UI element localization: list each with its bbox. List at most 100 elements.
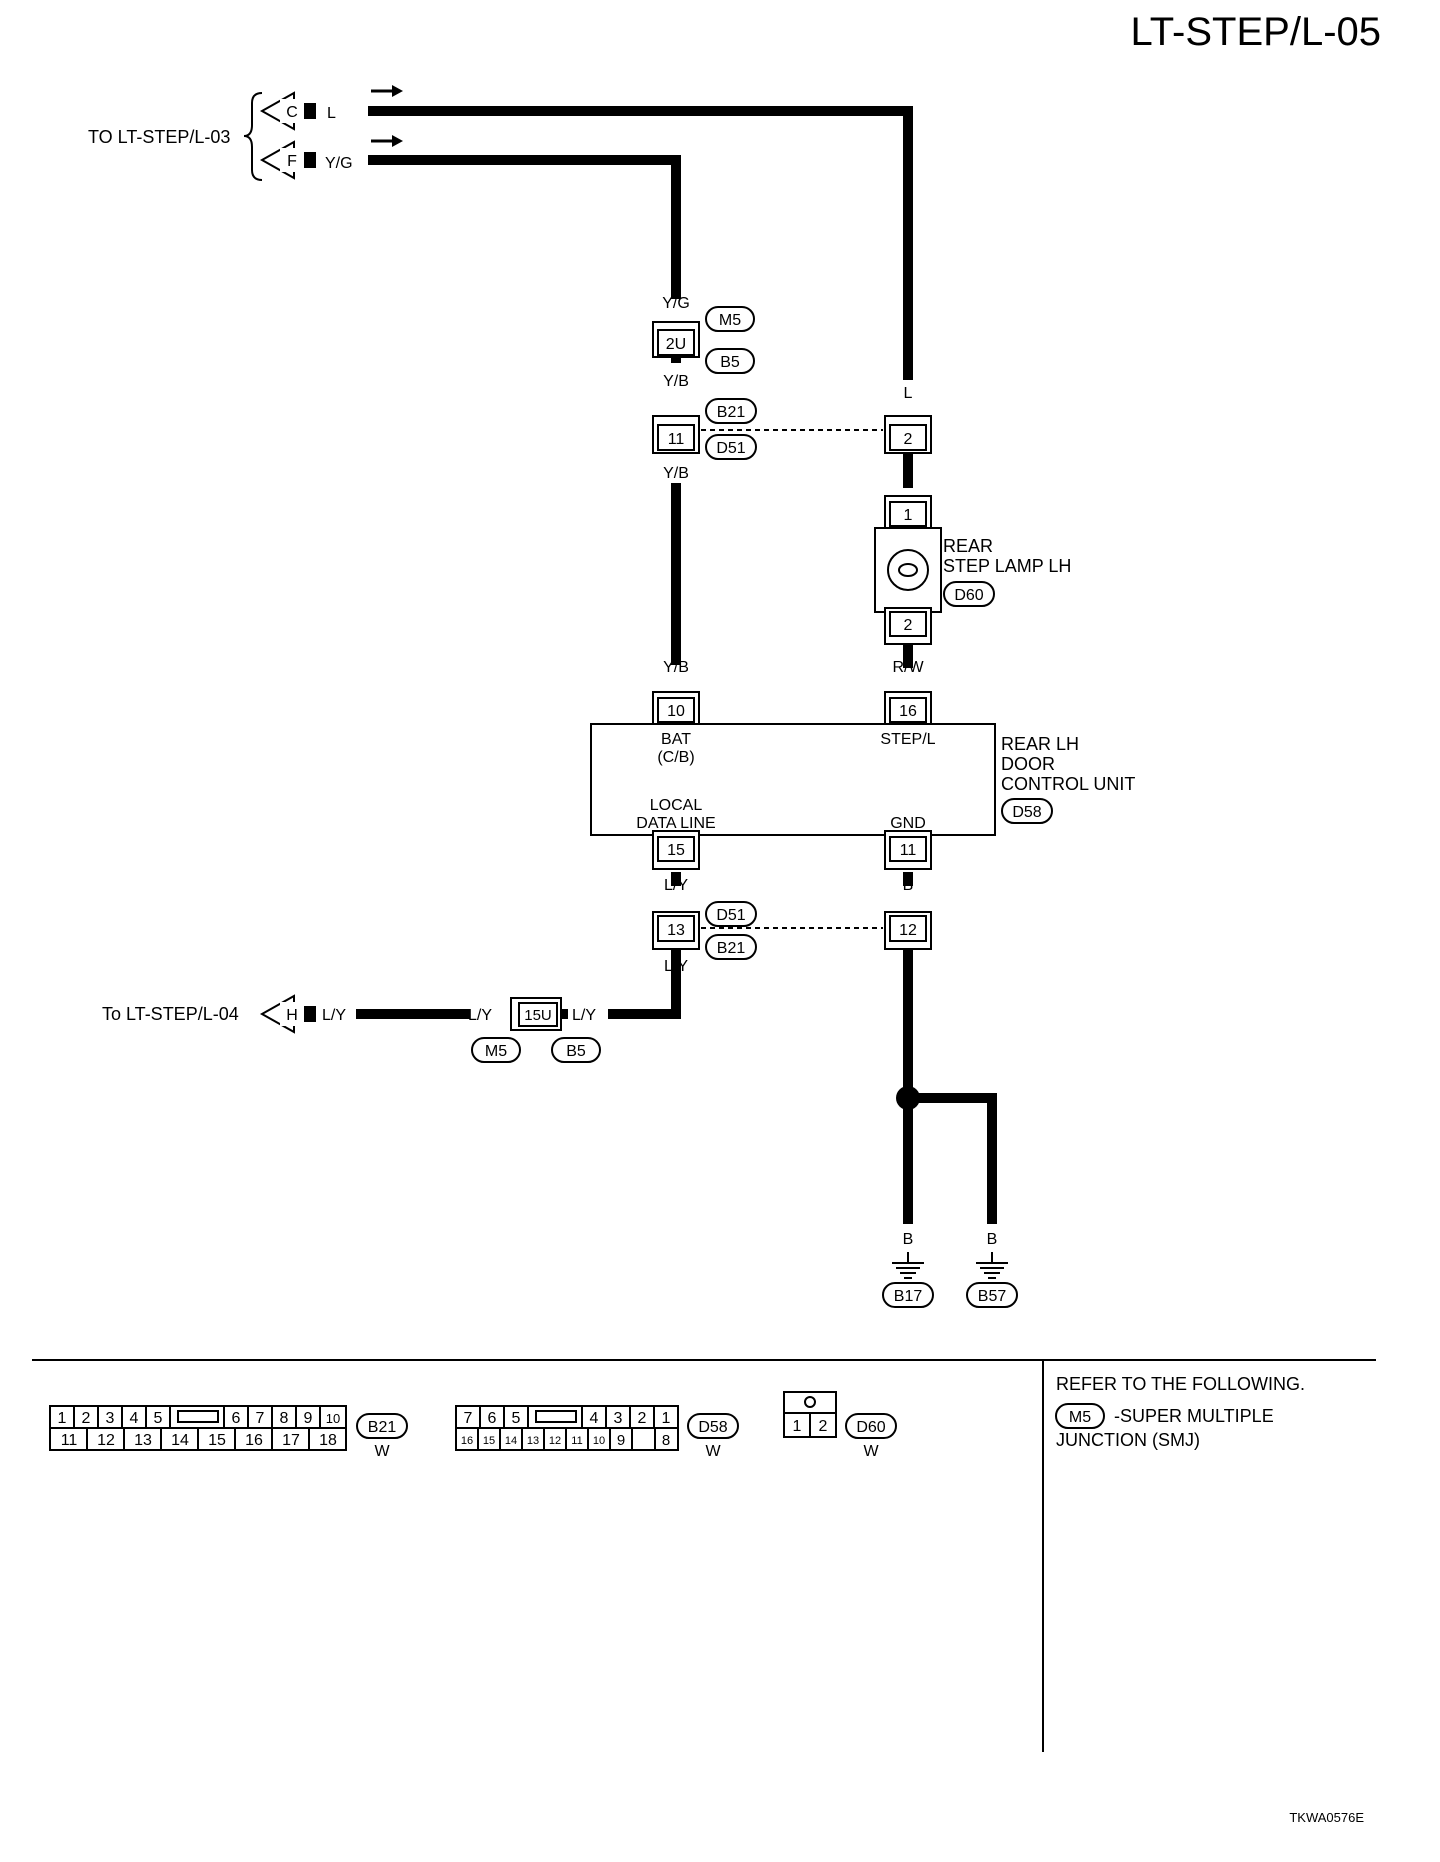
wire-color-label: L/Y bbox=[322, 1007, 346, 1024]
code-tag-d60: D60 bbox=[943, 581, 995, 607]
wire-color-label: Y/B bbox=[663, 465, 689, 482]
svg-text:D58: D58 bbox=[698, 1419, 727, 1436]
dest-reference: To LT-STEP/L-04 H L/Y bbox=[102, 994, 346, 1034]
notes-title: REFER TO THE FOLLOWING. bbox=[1056, 1374, 1305, 1394]
dest-ref-label: To LT-STEP/L-04 bbox=[102, 1004, 239, 1024]
svg-text:D51: D51 bbox=[716, 440, 745, 457]
d58-top-pins: 7 6 5 4 3 2 1 bbox=[464, 1406, 671, 1428]
svg-text:3: 3 bbox=[106, 1410, 115, 1427]
code-tag-b57: B57 bbox=[966, 1282, 1018, 1308]
code-tag-d60: D60 bbox=[845, 1413, 897, 1439]
svg-text:4: 4 bbox=[130, 1410, 139, 1427]
svg-text:14: 14 bbox=[505, 1435, 517, 1447]
svg-text:8: 8 bbox=[662, 1432, 670, 1449]
svg-text:6: 6 bbox=[232, 1410, 241, 1427]
dcu-name: DOOR bbox=[1001, 754, 1055, 774]
svg-text:8: 8 bbox=[280, 1410, 289, 1427]
wires bbox=[356, 106, 997, 1224]
svg-text:16: 16 bbox=[899, 703, 917, 720]
svg-text:7: 7 bbox=[464, 1410, 473, 1427]
code-tag-b17: B17 bbox=[882, 1282, 934, 1308]
wire-color-label: L/Y bbox=[468, 1007, 492, 1024]
wire-color-label: Y/B bbox=[663, 659, 689, 676]
connector-b21-pin-2: 2 bbox=[884, 415, 932, 454]
code-tag-m5: M5 bbox=[471, 1037, 521, 1063]
svg-text:12: 12 bbox=[549, 1435, 561, 1447]
connector-view-d58: 7 6 5 4 3 2 1 16 15 14 13 12 11 10 9 bbox=[455, 1405, 739, 1460]
svg-text:B57: B57 bbox=[978, 1288, 1007, 1305]
code-tag-m5: M5 bbox=[705, 306, 755, 332]
svg-text:12: 12 bbox=[97, 1432, 115, 1449]
svg-text:1: 1 bbox=[662, 1410, 671, 1427]
dcu-pin-label: BAT bbox=[661, 731, 691, 748]
wire-color-label: R/W bbox=[892, 659, 924, 676]
code-tag-b21: B21 bbox=[705, 398, 757, 424]
pin-c-label: C bbox=[286, 104, 298, 121]
svg-text:13: 13 bbox=[527, 1435, 539, 1447]
svg-text:13: 13 bbox=[667, 922, 685, 939]
connector-latch bbox=[535, 1410, 577, 1423]
svg-text:H: H bbox=[286, 1007, 298, 1024]
svg-text:10: 10 bbox=[326, 1411, 340, 1426]
wire-color-label: B bbox=[903, 1231, 914, 1248]
d58-bottom-pins: 16 15 14 13 12 11 10 9 8 bbox=[461, 1428, 670, 1450]
svg-text:D60: D60 bbox=[954, 587, 983, 604]
code-tag-b21: B21 bbox=[356, 1413, 408, 1439]
svg-text:6: 6 bbox=[488, 1410, 497, 1427]
wire-color-l-top: L bbox=[327, 105, 336, 122]
code-tag-d51: D51 bbox=[705, 901, 757, 927]
code-tag-b5: B5 bbox=[705, 348, 755, 374]
notes-text: JUNCTION (SMJ) bbox=[1056, 1430, 1200, 1450]
connector-b21-pin-11: 11 bbox=[652, 415, 700, 454]
svg-text:16: 16 bbox=[245, 1432, 263, 1449]
b21-bottom-pins: 11 12 13 14 15 16 17 18 bbox=[61, 1428, 337, 1450]
svg-text:B21: B21 bbox=[717, 940, 746, 957]
svg-text:M5: M5 bbox=[1069, 1409, 1091, 1426]
code-tag-m5: M5 bbox=[1055, 1403, 1105, 1429]
wire-color-yg-top: Y/G bbox=[325, 155, 353, 172]
svg-text:10: 10 bbox=[593, 1435, 605, 1447]
svg-text:D51: D51 bbox=[716, 907, 745, 924]
svg-text:3: 3 bbox=[614, 1410, 623, 1427]
svg-text:B21: B21 bbox=[717, 404, 746, 421]
svg-text:2: 2 bbox=[819, 1418, 828, 1435]
lamp-name: REAR bbox=[943, 536, 993, 556]
svg-text:15U: 15U bbox=[524, 1007, 552, 1024]
flow-arrow-icon bbox=[371, 85, 403, 97]
svg-text:11: 11 bbox=[571, 1435, 582, 1447]
connector-latch bbox=[177, 1410, 219, 1423]
svg-text:B5: B5 bbox=[566, 1043, 586, 1060]
wire-color-label: B bbox=[903, 877, 914, 894]
connector-color: W bbox=[374, 1443, 390, 1460]
svg-text:B5: B5 bbox=[720, 354, 740, 371]
svg-text:2: 2 bbox=[904, 617, 913, 634]
connector-color: W bbox=[705, 1443, 721, 1460]
dcu-pin-label: DATA LINE bbox=[636, 815, 715, 832]
connector-view-d60: 1 2 D60 W bbox=[783, 1391, 897, 1460]
svg-text:15: 15 bbox=[667, 842, 685, 859]
svg-text:1: 1 bbox=[793, 1418, 802, 1435]
wire-color-label: L bbox=[904, 465, 913, 482]
source-ref-label: TO LT-STEP/L-03 bbox=[88, 127, 230, 147]
dcu-pin-label: GND bbox=[890, 815, 926, 832]
svg-text:B17: B17 bbox=[894, 1288, 923, 1305]
wire-color-label: L/Y bbox=[664, 958, 688, 975]
svg-text:18: 18 bbox=[319, 1432, 337, 1449]
connector-view-b21: 1 2 3 4 5 6 7 8 9 10 11 12 13 14 15 16 1… bbox=[49, 1405, 408, 1460]
svg-text:15: 15 bbox=[208, 1432, 226, 1449]
connector-2u: 2U bbox=[652, 321, 700, 358]
svg-text:D58: D58 bbox=[1012, 804, 1041, 821]
svg-text:1: 1 bbox=[58, 1410, 67, 1427]
svg-text:M5: M5 bbox=[485, 1043, 507, 1060]
notes-panel: REFER TO THE FOLLOWING. M5 -SUPER MULTIP… bbox=[1055, 1374, 1305, 1450]
lamp-bulb-icon bbox=[887, 549, 929, 591]
svg-text:4: 4 bbox=[590, 1410, 599, 1427]
svg-text:11: 11 bbox=[61, 1432, 78, 1449]
wire-color-label: L/Y bbox=[664, 877, 688, 894]
ground-icon bbox=[892, 1252, 924, 1279]
code-tag-d58: D58 bbox=[1001, 798, 1053, 824]
svg-text:2: 2 bbox=[638, 1410, 647, 1427]
svg-text:2: 2 bbox=[904, 431, 913, 448]
page-title: LT-STEP/L-05 bbox=[1131, 10, 1381, 54]
